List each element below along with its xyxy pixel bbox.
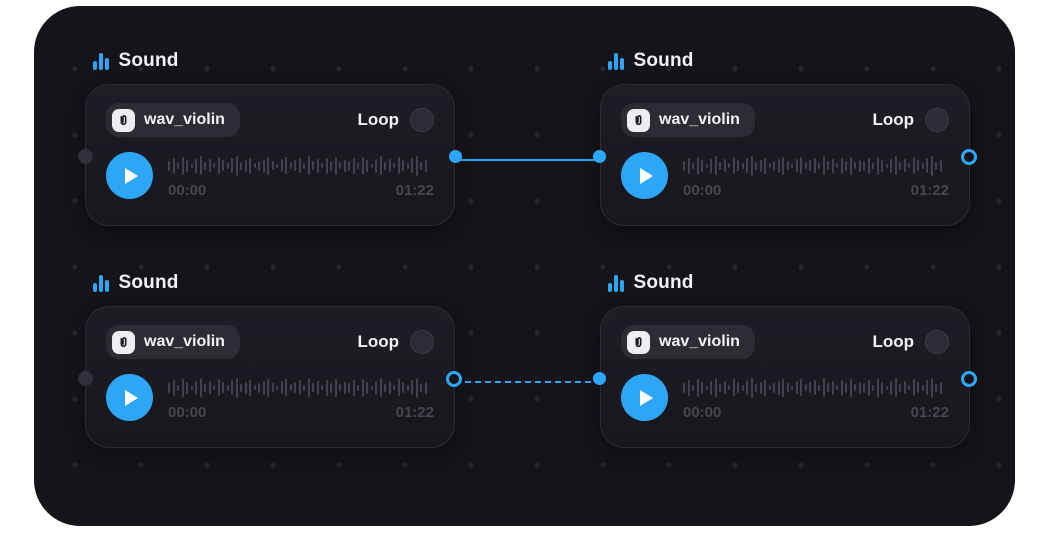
connection-wire-dashed: [455, 381, 601, 383]
node-title: Sound: [633, 272, 694, 293]
elapsed-time: 00:00: [683, 181, 722, 199]
node-title: Sound: [633, 50, 694, 71]
play-icon: [640, 167, 653, 184]
elapsed-time: 00:00: [168, 403, 207, 421]
waveform: [683, 153, 949, 179]
play-icon: [125, 389, 138, 406]
input-port[interactable]: [593, 150, 606, 163]
node-editor-canvas[interactable]: Sound wav_violin Loop: [34, 6, 1015, 526]
loop-toggle[interactable]: [925, 108, 949, 132]
file-name: wav_violin: [659, 111, 740, 128]
play-button[interactable]: [621, 374, 668, 421]
audio-file-chip[interactable]: wav_violin: [106, 103, 240, 137]
sound-node[interactable]: Sound wav_violin Loop: [78, 272, 462, 448]
loop-label: Loop: [357, 332, 399, 351]
output-port[interactable]: [446, 371, 462, 387]
waveform: [168, 375, 434, 401]
input-port[interactable]: [78, 149, 93, 164]
play-button[interactable]: [621, 152, 668, 199]
attachment-icon: [112, 108, 135, 132]
file-name: wav_violin: [659, 333, 740, 350]
loop-label: Loop: [872, 332, 914, 351]
loop-label: Loop: [872, 110, 914, 129]
loop-toggle[interactable]: [925, 330, 949, 354]
sound-node[interactable]: Sound wav_violin Loop: [593, 272, 977, 448]
sound-node-card[interactable]: wav_violin Loop 00:00 01:22: [593, 306, 977, 448]
total-time: 01:22: [395, 181, 434, 199]
loop-label: Loop: [357, 110, 399, 129]
audio-file-chip[interactable]: wav_violin: [621, 103, 755, 137]
sound-node-card[interactable]: wav_violin Loop 00:00 01:22: [593, 84, 977, 226]
attachment-icon: [112, 330, 135, 354]
output-port[interactable]: [961, 149, 977, 165]
node-header: Sound: [85, 50, 455, 72]
node-header: Sound: [600, 50, 970, 72]
waveform: [168, 153, 434, 179]
sound-node-card[interactable]: wav_violin Loop 00:00 01:22: [78, 84, 462, 226]
play-icon: [125, 167, 138, 184]
waveform: [683, 375, 949, 401]
input-port[interactable]: [78, 371, 93, 386]
input-port[interactable]: [593, 372, 606, 385]
elapsed-time: 00:00: [168, 181, 207, 199]
output-port[interactable]: [449, 150, 462, 163]
loop-toggle[interactable]: [410, 330, 434, 354]
node-title: Sound: [118, 272, 179, 293]
sound-node[interactable]: Sound wav_violin Loop: [593, 50, 977, 226]
loop-toggle[interactable]: [410, 108, 434, 132]
node-title: Sound: [118, 50, 179, 71]
sound-bars-icon: [93, 274, 109, 292]
play-button[interactable]: [106, 374, 153, 421]
sound-bars-icon: [608, 274, 624, 292]
audio-file-chip[interactable]: wav_violin: [106, 325, 240, 359]
sound-node[interactable]: Sound wav_violin Loop: [78, 50, 462, 226]
file-name: wav_violin: [144, 111, 225, 128]
sound-bars-icon: [608, 52, 624, 70]
total-time: 01:22: [910, 181, 949, 199]
elapsed-time: 00:00: [683, 403, 722, 421]
output-port[interactable]: [961, 371, 977, 387]
node-header: Sound: [85, 272, 455, 294]
connection-wire-solid: [455, 159, 601, 161]
file-name: wav_violin: [144, 333, 225, 350]
play-button[interactable]: [106, 152, 153, 199]
attachment-icon: [627, 330, 650, 354]
node-header: Sound: [600, 272, 970, 294]
audio-file-chip[interactable]: wav_violin: [621, 325, 755, 359]
sound-bars-icon: [93, 52, 109, 70]
play-icon: [640, 389, 653, 406]
attachment-icon: [627, 108, 650, 132]
sound-node-card[interactable]: wav_violin Loop 00:00 01:22: [78, 306, 462, 448]
total-time: 01:22: [910, 403, 949, 421]
total-time: 01:22: [395, 403, 434, 421]
